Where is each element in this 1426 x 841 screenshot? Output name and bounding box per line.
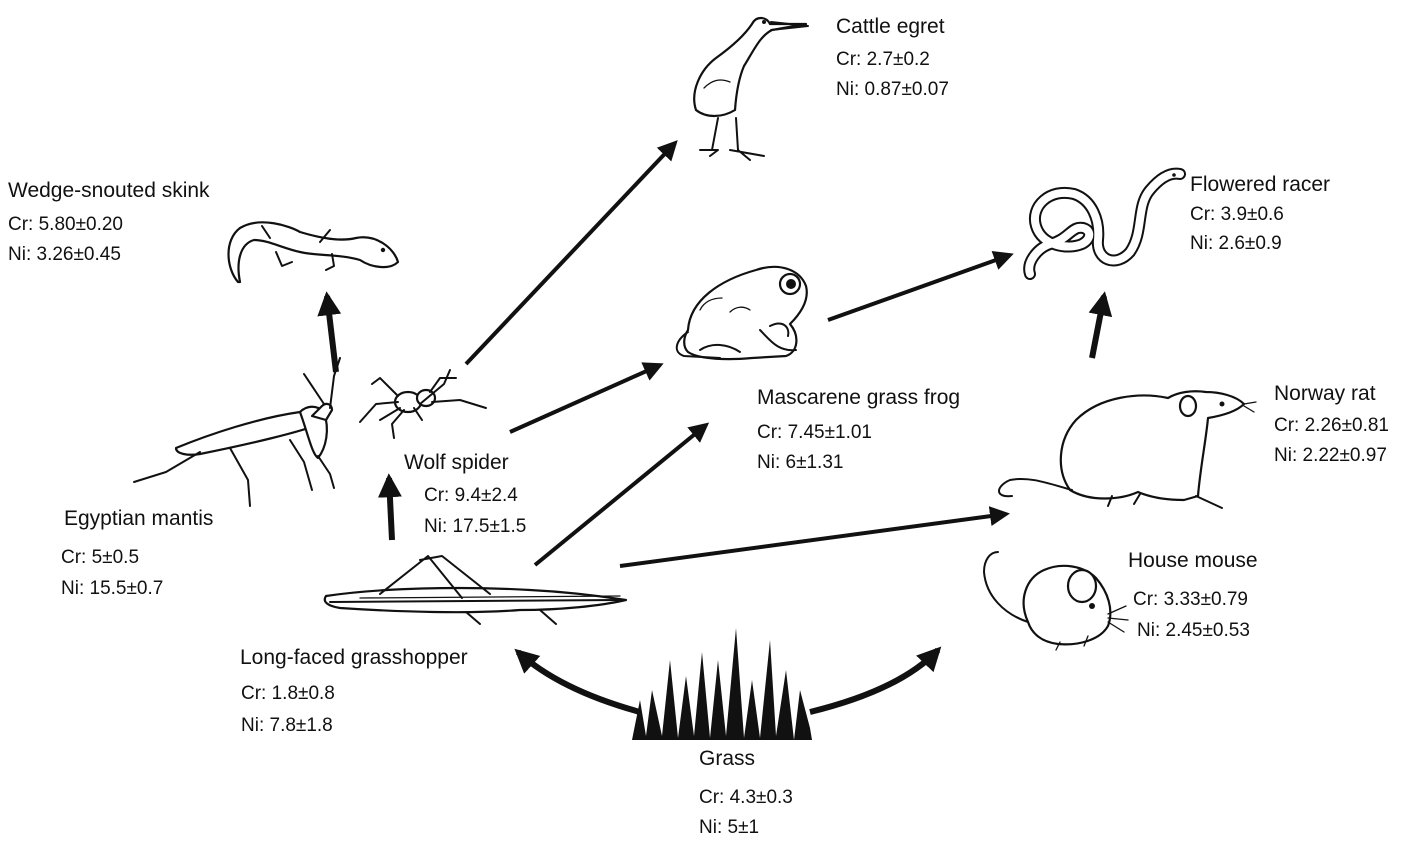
norway-rat-illustration	[999, 391, 1256, 508]
wedge-snouted-skink-cr: Cr: 5.80±0.20	[8, 215, 123, 234]
egyptian-mantis-name: Egyptian mantis	[64, 508, 213, 529]
house-mouse-illustration	[984, 552, 1128, 650]
mascarene-grass-frog-name: Mascarene grass frog	[757, 387, 960, 408]
mascarene-grass-frog-illustration	[677, 267, 807, 359]
grass-name: Grass	[699, 748, 755, 769]
norway-rat-ni: Ni: 2.22±0.97	[1274, 446, 1387, 465]
norway-rat-cr: Cr: 2.26±0.81	[1274, 416, 1389, 435]
cattle-egret-cr: Cr: 2.7±0.2	[836, 50, 930, 69]
egyptian-mantis-cr: Cr: 5±0.5	[61, 548, 139, 567]
long-faced-grasshopper-name: Long-faced grasshopper	[240, 647, 468, 668]
house-mouse-name: House mouse	[1128, 550, 1258, 571]
arrow-rat-to-snake	[1092, 296, 1104, 358]
long-faced-grasshopper-illustration	[325, 556, 626, 624]
arrow-grasshopper-to-spider	[389, 478, 392, 540]
arrow-mantis-to-skink	[327, 296, 336, 372]
flowered-racer-ni: Ni: 2.6±0.9	[1190, 234, 1282, 253]
house-mouse-cr: Cr: 3.33±0.79	[1133, 590, 1248, 609]
long-faced-grasshopper-cr: Cr: 1.8±0.8	[241, 684, 335, 703]
arrow-spider-to-frog	[510, 365, 660, 432]
wolf-spider-illustration	[360, 370, 486, 438]
arrow-frog-to-snake	[828, 255, 1010, 320]
wedge-snouted-skink-name: Wedge-snouted skink	[8, 180, 210, 201]
flowered-racer-cr: Cr: 3.9±0.6	[1190, 205, 1284, 224]
egyptian-mantis-ni: Ni: 15.5±0.7	[61, 579, 163, 598]
mascarene-grass-frog-cr: Cr: 7.45±1.01	[757, 423, 872, 442]
egyptian-mantis-illustration	[134, 358, 340, 506]
wedge-snouted-skink-ni: Ni: 3.26±0.45	[8, 245, 121, 264]
cattle-egret-name: Cattle egret	[836, 16, 945, 37]
long-faced-grasshopper-ni: Ni: 7.8±1.8	[241, 716, 333, 735]
cattle-egret-ni: Ni: 0.87±0.07	[836, 80, 949, 99]
arrow-grasshopper-to-rat	[620, 514, 1006, 566]
arrow-grass-to-mouse	[810, 650, 938, 712]
mascarene-grass-frog-ni: Ni: 6±1.31	[757, 453, 843, 472]
grass-illustration	[632, 628, 812, 740]
grass-ni: Ni: 5±1	[699, 818, 759, 837]
arrow-spider-to-egret	[466, 143, 675, 364]
wolf-spider-name: Wolf spider	[404, 452, 509, 473]
grass-cr: Cr: 4.3±0.3	[699, 788, 793, 807]
wedge-snouted-skink-illustration	[229, 222, 399, 282]
wolf-spider-ni: Ni: 17.5±1.5	[424, 517, 526, 536]
wolf-spider-cr: Cr: 9.4±2.4	[424, 486, 518, 505]
house-mouse-ni: Ni: 2.45±0.53	[1137, 621, 1250, 640]
cattle-egret-illustration	[694, 18, 808, 160]
flowered-racer-name: Flowered racer	[1190, 174, 1330, 195]
arrow-grasshopper-to-frog	[535, 425, 706, 565]
arrows	[327, 143, 1104, 712]
norway-rat-name: Norway rat	[1274, 383, 1376, 404]
arrow-grass-to-grasshopper	[518, 652, 640, 712]
flowered-racer-illustration	[1029, 173, 1180, 274]
